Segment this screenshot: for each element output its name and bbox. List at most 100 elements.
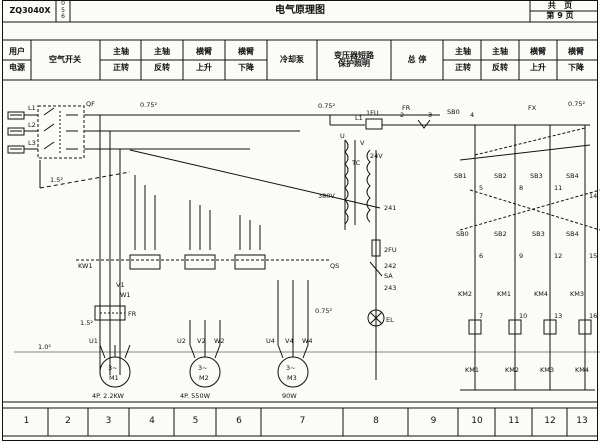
node-label: 13: [554, 312, 562, 320]
fx-label: FX: [528, 104, 537, 112]
drawing-model-number: ZQ3040X: [9, 5, 51, 15]
node-label: 241: [384, 204, 396, 212]
motors: [14, 280, 600, 388]
node-label: 2: [400, 111, 404, 119]
footer-col-number: 9: [430, 416, 437, 427]
header-top: 横臂: [530, 46, 546, 56]
footer-col-number: 7: [299, 416, 306, 427]
footer-col-number: 13: [576, 416, 588, 427]
footer-col-number: 4: [149, 416, 155, 427]
revision-mark: 6: [61, 13, 65, 20]
motor-terminal-label: U1: [89, 337, 98, 345]
overload-label: FR: [402, 104, 411, 112]
header-top: 主轴: [492, 46, 508, 56]
wire-size-label: 0.75²: [568, 100, 585, 108]
interlock-label: KM2: [458, 290, 472, 298]
interlock-label: KM3: [570, 290, 584, 298]
motor-terminal-label: W4: [302, 337, 313, 345]
motor-terminal-label: V2: [197, 337, 206, 345]
interlock-label: KM4: [534, 290, 548, 298]
node-label: 16: [589, 312, 597, 320]
footer-col-number: 3: [105, 416, 112, 427]
voltage-label: 380V: [318, 192, 335, 200]
ground-label: 1.0²: [38, 343, 51, 351]
overload-relay: [94, 305, 126, 321]
bus-label: V: [360, 139, 365, 147]
header-col-coolant: 冷却泵: [268, 41, 316, 79]
motor-name-label: M2: [199, 374, 209, 382]
header-col-spindle-fwd: 主轴 正转: [102, 41, 140, 79]
interlock-label: KM1: [497, 290, 511, 298]
header-col-breaker: 空气开关: [32, 41, 98, 79]
stop-button-label: SB0: [447, 108, 460, 116]
motor-terminal-label: W2: [214, 337, 225, 345]
header-top: 总 停: [407, 54, 427, 64]
lamp-label: EL: [386, 316, 394, 324]
header-col-arm-up: 横臂 上升: [184, 41, 224, 79]
button-label: SB2: [494, 172, 507, 180]
footer-col-number: 8: [373, 416, 379, 427]
header-col-ctrl-arm-down: 横臂 下降: [558, 41, 594, 79]
header-top: 主轴: [154, 46, 170, 56]
footer-col-number: 10: [471, 416, 483, 427]
fuse-label: 1FU: [366, 109, 379, 117]
header-top: 冷却泵: [280, 54, 304, 64]
node-label: 14: [589, 192, 597, 200]
motor-name-label: M3: [287, 374, 297, 382]
total-unit: 页: [564, 1, 573, 10]
node-label: 10: [519, 312, 527, 320]
header-top: 主轴: [113, 46, 129, 56]
footer-col-number: 2: [65, 416, 71, 427]
wire-size-label: 0.75²: [140, 101, 157, 109]
button-label: SB3: [530, 172, 543, 180]
coil-label: KM2: [505, 366, 519, 374]
wire-size-label: 1.5²: [80, 319, 93, 327]
switch-label: SA: [384, 272, 393, 280]
header-bottom: 上升: [196, 63, 212, 72]
total-label: 共: [547, 1, 556, 10]
coil-label: KM1: [465, 366, 479, 374]
header-col-spindle-rev: 主轴 反转: [142, 41, 182, 79]
header-top: 用户: [9, 46, 25, 56]
header-col-ctrl-spindle-rev: 主轴 反转: [482, 41, 518, 79]
revision-marks: 0 5 6: [57, 0, 69, 21]
node-label: 7: [479, 312, 483, 320]
node-label: 9: [519, 252, 523, 260]
motor-phase-label: 3~: [108, 364, 118, 372]
header-bottom: 反转: [154, 63, 170, 72]
footer-col-number: 1: [23, 416, 30, 427]
transformer-branch: [329, 115, 400, 380]
supply-terminals: [7, 111, 38, 154]
node-label: 3: [428, 111, 432, 119]
transformer-node-label: L1: [355, 114, 363, 122]
header-bottom: 保护照明: [338, 59, 370, 68]
fuse-label: 2FU: [384, 246, 397, 254]
drawing-title: 电气原理图: [275, 4, 325, 16]
motor-terminal-label: V4: [285, 337, 294, 345]
header-top: 空气开关: [49, 54, 81, 64]
header-col-total-stop: 总 停: [392, 41, 442, 79]
sheet-total-label: 共 页: [535, 1, 585, 11]
motor-name-label: M1: [109, 374, 119, 382]
button-label: SB0: [456, 230, 469, 238]
contactor-label: KW1: [78, 262, 93, 270]
header-top: 变压器短路: [334, 50, 374, 60]
motor-phase-label: 3~: [286, 364, 296, 372]
node-label: 4: [470, 111, 474, 119]
bus-label: U: [340, 132, 345, 140]
node-label: 6: [479, 252, 483, 260]
revision-mark: 0: [61, 0, 65, 7]
coil-label: KM3: [540, 366, 554, 374]
node-label: 12: [554, 252, 562, 260]
transformer-label: TC: [351, 159, 361, 167]
coil-label: KM4: [575, 366, 589, 374]
header-top: 横臂: [568, 46, 584, 56]
contactor-kw1: [76, 175, 330, 270]
revision-mark: 5: [61, 6, 65, 14]
motor-terminal-label: V1: [116, 281, 125, 289]
button-label: SB1: [454, 172, 467, 180]
button-label: SB2: [494, 230, 507, 238]
